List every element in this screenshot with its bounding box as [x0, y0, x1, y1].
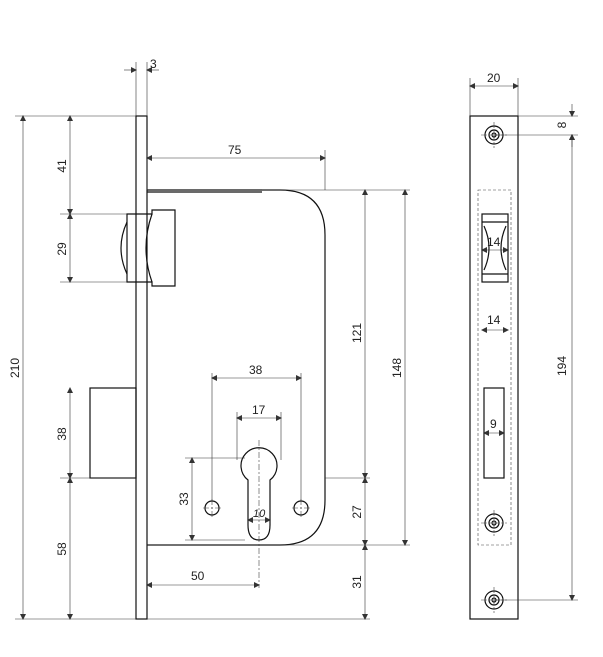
- dim-faceplate-thickness: 3: [150, 57, 157, 71]
- dim-backset-depth: 75: [228, 143, 242, 157]
- dim-bolt-to-bottom: 58: [55, 542, 69, 556]
- faceplate: [135, 115, 148, 620]
- dim-screw-distance: 194: [555, 356, 569, 376]
- latch-bevel: [120, 213, 153, 283]
- dim-screw-hole-top: 8: [555, 121, 569, 128]
- dim-case-to-cylinder: 121: [350, 323, 364, 343]
- dim-bolt-height: 38: [55, 427, 69, 441]
- dim-bolt-width: 14: [487, 313, 501, 327]
- latch-bolt: [126, 209, 176, 287]
- front-view: 20 8 194 14 14 9: [469, 71, 578, 620]
- dim-screw-spacing: 38: [249, 363, 263, 377]
- dim-case-to-bottom: 31: [350, 575, 364, 589]
- lock-case: [147, 189, 326, 546]
- front-case-outline: [477, 189, 512, 546]
- dim-case-height: 148: [390, 358, 404, 378]
- dim-backset: 50: [191, 569, 205, 583]
- dim-cylinder-to-case-bottom: 27: [350, 505, 364, 519]
- dead-bolt: [89, 387, 137, 479]
- dim-total-height: 210: [8, 358, 22, 378]
- dim-latch-width: 14: [487, 235, 501, 249]
- dim-screw-height: 33: [177, 492, 191, 506]
- dim-cylinder-slot: 10: [253, 508, 266, 520]
- side-view: 3 75 41 29 210 38 58 121 148 27 31 38 17…: [8, 57, 410, 620]
- dim-latch-height: 29: [55, 242, 69, 256]
- cylinder-hole: [240, 447, 278, 541]
- dim-slot-width: 9: [490, 417, 497, 431]
- dim-top-to-latch: 41: [55, 159, 69, 173]
- front-faceplate: [469, 115, 519, 620]
- dim-faceplate-width: 20: [487, 71, 501, 85]
- dim-cylinder-width: 17: [252, 403, 266, 417]
